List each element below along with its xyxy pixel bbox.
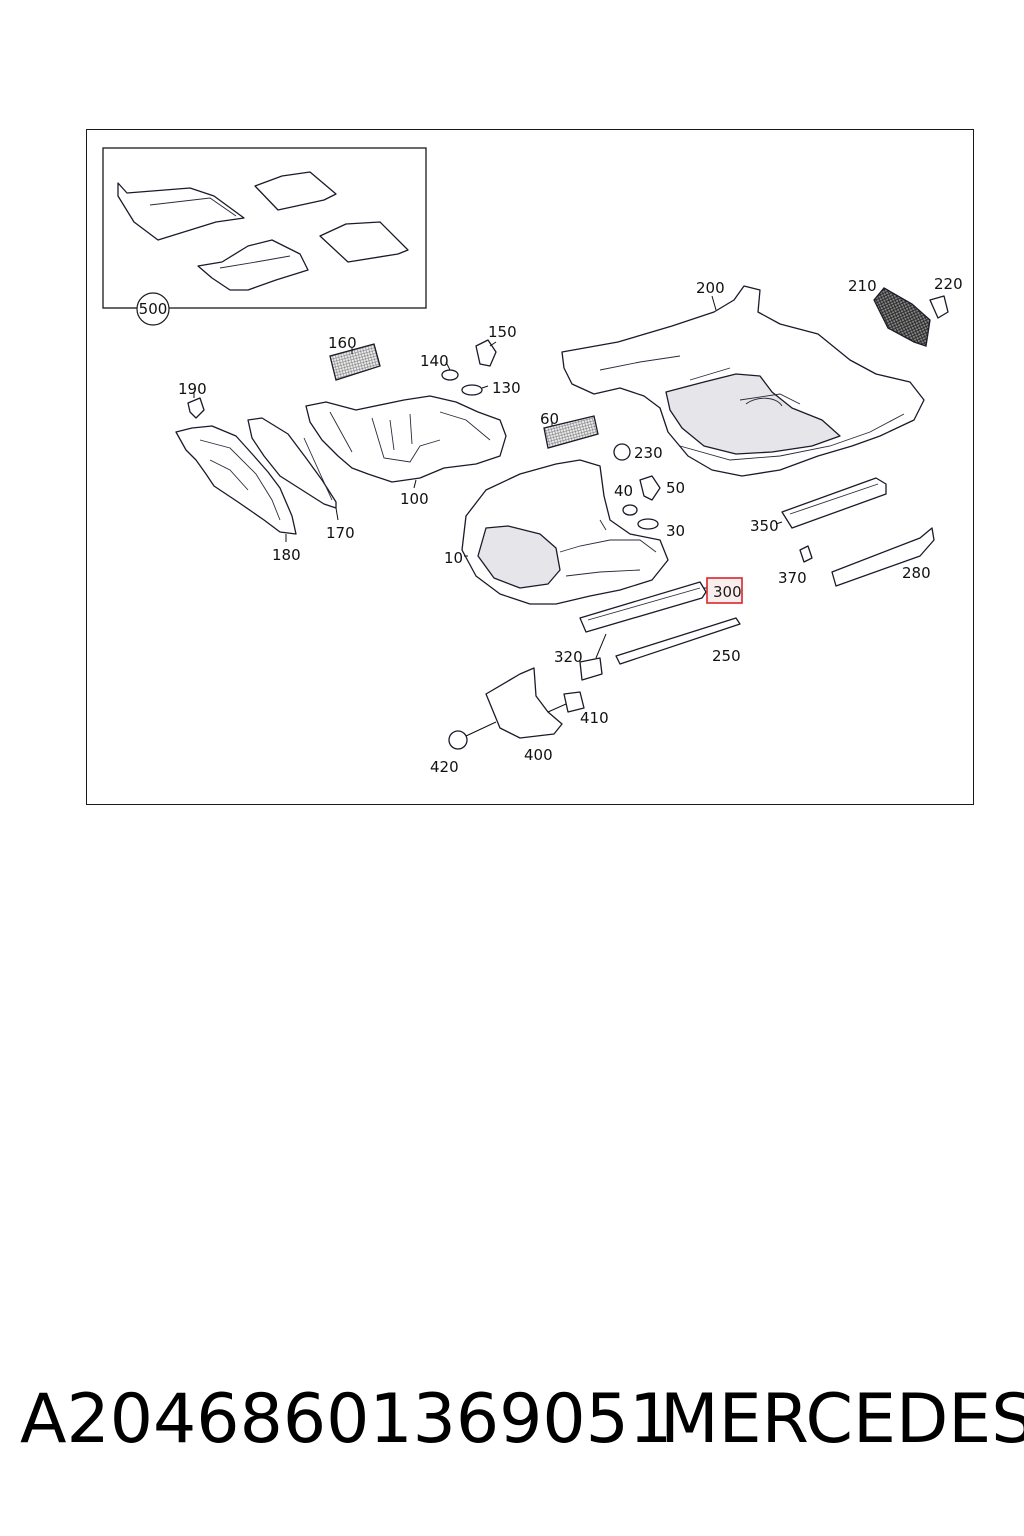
callout-500: 500	[139, 300, 168, 318]
callout-210: 210	[848, 277, 877, 295]
callout-410: 410	[580, 709, 609, 727]
callout-420: 420	[430, 758, 459, 776]
front-right-mat-icon	[254, 171, 337, 211]
callout-130: 130	[492, 379, 521, 397]
rear-left-mat-icon	[197, 239, 309, 291]
footer: A2046860136905​1 MERCEDES	[0, 1380, 1024, 1470]
part-180-bracket-icon	[175, 425, 297, 542]
part-190-clip-icon	[187, 392, 205, 419]
rear-right-mat-icon	[319, 221, 409, 263]
parts-diagram-frame	[86, 129, 974, 805]
part-410-clip-icon	[563, 691, 585, 713]
callout-370: 370	[778, 569, 807, 587]
callout-40: 40	[614, 482, 633, 500]
callout-150: 150	[488, 323, 517, 341]
part-220-clip-icon	[929, 295, 949, 319]
callout-230: 230	[634, 444, 663, 462]
part-number: A2046860136905​1	[20, 1380, 673, 1459]
brand-name: MERCEDES	[660, 1380, 1024, 1459]
callout-280: 280	[902, 564, 931, 582]
callout-60: 60	[540, 410, 559, 428]
part-170-panel-icon	[247, 417, 339, 521]
callout-250: 250	[712, 647, 741, 665]
callout-100: 100	[400, 490, 429, 508]
part-200-rear-floor-carpet-icon	[561, 285, 925, 477]
callout-400: 400	[524, 746, 553, 764]
part-420-grommet-icon	[448, 730, 468, 750]
part-130-clip-icon	[461, 384, 489, 396]
part-30-clip-icon	[637, 518, 659, 530]
callout-300-highlight	[706, 577, 743, 604]
callout-170: 170	[326, 524, 355, 542]
part-230-grommet-icon	[613, 443, 631, 461]
front-left-mat-icon	[117, 182, 245, 241]
callout-350: 350	[750, 517, 779, 535]
callout-200: 200	[696, 279, 725, 297]
part-280-rear-sill-strip-icon	[831, 527, 935, 587]
part-150-clip-icon	[475, 339, 497, 367]
part-40-clip-icon	[622, 504, 638, 516]
callout-140: 140	[420, 352, 449, 370]
callout-160: 160	[328, 334, 357, 352]
floor-mats-inset: 500	[102, 147, 427, 326]
callout-190: 190	[178, 380, 207, 398]
part-10-front-floor-carpet-icon	[461, 459, 669, 605]
exploded-parts-diagram: 500	[102, 147, 963, 776]
part-320-clip-icon	[579, 657, 603, 681]
part-250-front-sill-strip-icon	[615, 617, 741, 665]
part-300-front-sill-trim-icon	[579, 581, 707, 633]
callout-320: 320	[554, 648, 583, 666]
part-140-clip-icon	[441, 361, 459, 381]
callout-30: 30	[666, 522, 685, 540]
callout-300: 300	[713, 583, 742, 601]
callout-10: 10	[444, 549, 463, 567]
part-160-mesh-pad-icon	[329, 343, 381, 381]
part-350-rear-sill-trim-icon	[781, 477, 887, 529]
part-210-vent-mesh-icon	[873, 287, 931, 347]
callout-220: 220	[934, 275, 963, 293]
part-370-clip-icon	[799, 545, 813, 563]
part-60-mesh-pad-icon	[543, 415, 599, 449]
part-50-clip-icon	[639, 475, 661, 501]
callout-180: 180	[272, 546, 301, 564]
part-400-side-trim-icon	[485, 667, 563, 739]
part-100-center-console-icon	[305, 395, 507, 489]
callout-50: 50	[666, 479, 685, 497]
callout-500-circle	[136, 292, 170, 326]
